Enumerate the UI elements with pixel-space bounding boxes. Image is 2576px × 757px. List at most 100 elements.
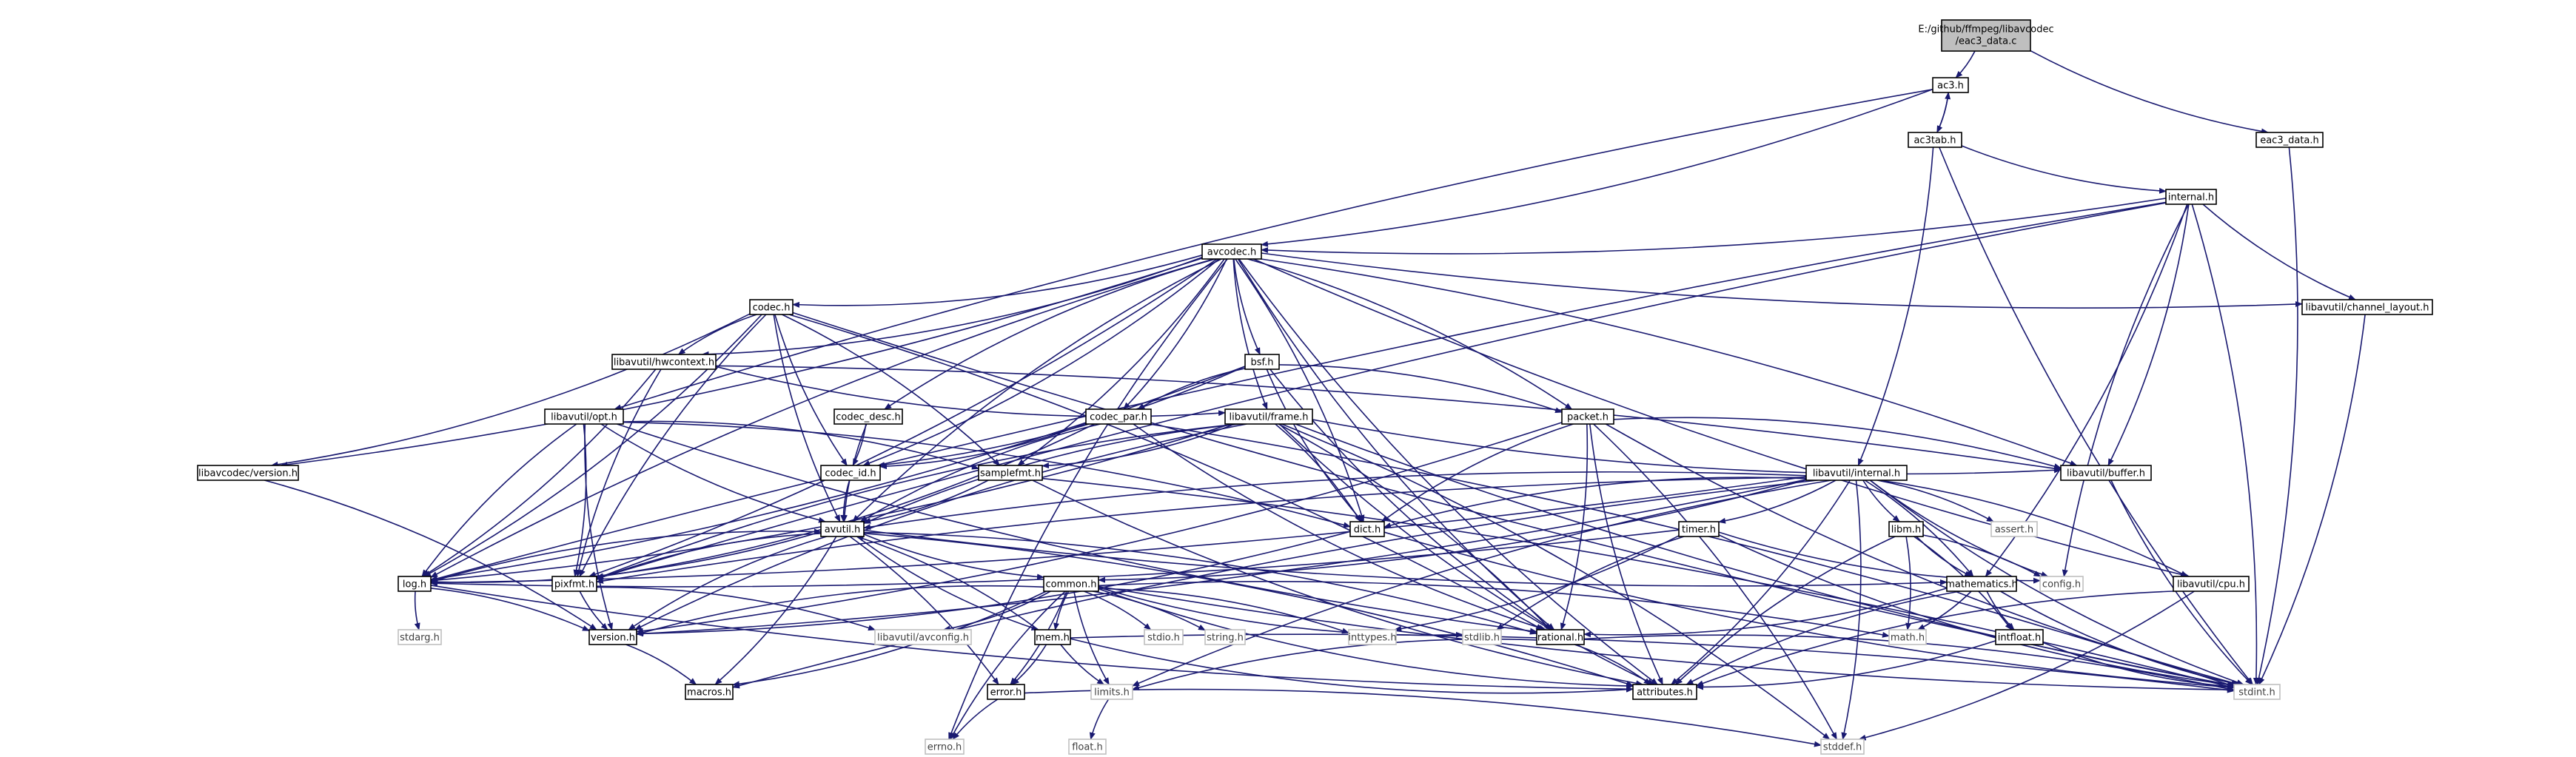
edge-bsf-to-log	[430, 366, 1246, 582]
edge-libavinternal-to-avutil	[863, 471, 1807, 531]
node-version[interactable]: version.h	[588, 629, 637, 645]
node-rational[interactable]: rational.h	[1536, 629, 1585, 645]
node-codecid[interactable]: codec_id.h	[820, 465, 881, 481]
edge-samplefmt-to-attributes	[1032, 480, 1644, 687]
node-attributes[interactable]: attributes.h	[1632, 684, 1697, 700]
edge-libavinternal-to-stddef	[1841, 480, 1862, 740]
edge-common-to-avconfig	[942, 591, 1051, 632]
edge-avutil-to-common	[863, 534, 1044, 580]
node-timer[interactable]: timer.h	[1678, 521, 1720, 537]
node-label-errno: errno.h	[928, 742, 962, 753]
node-avcver[interactable]: libavcodec/version.h	[197, 465, 299, 481]
edge-avcodec-to-chlayout	[1261, 252, 2303, 309]
node-common[interactable]: common.h	[1043, 576, 1099, 592]
edge-frame-to-attributes	[1278, 423, 1655, 685]
node-label-opt: libavutil/opt.h	[551, 412, 617, 423]
node-label-config: config.h	[2042, 579, 2081, 591]
edge-avcodec-to-cpu	[1253, 258, 2190, 578]
edge-intfloat-to-stdint	[2042, 642, 2235, 690]
node-internal[interactable]: internal.h	[2165, 189, 2217, 205]
edge-avcodec-to-packet	[1247, 258, 1573, 410]
edge-packet-to-stddef	[1593, 423, 1838, 740]
node-intfloat[interactable]: intfloat.h	[1995, 629, 2044, 645]
node-macros[interactable]: macros.h	[685, 684, 734, 700]
edge-frame-to-avutil	[863, 423, 1241, 525]
edge-avutil-to-rational	[863, 531, 1537, 635]
node-codecdesc[interactable]: codec_desc.h	[833, 408, 903, 425]
edge-opt-to-avutil	[600, 423, 826, 523]
node-frame[interactable]: libavutil/frame.h	[1224, 408, 1313, 425]
node-ac3[interactable]: ac3.h	[1932, 77, 1969, 93]
edge-codecpar-to-rational	[1133, 423, 1546, 631]
edge-libavinternal-to-asserth	[1876, 480, 1994, 522]
node-label-avcodec: avcodec.h	[1207, 247, 1257, 258]
node-mathematics[interactable]: mathematics.h	[1945, 576, 2018, 592]
node-label-chlayout: libavutil/channel_layout.h	[2306, 303, 2429, 314]
edge-mem-to-error	[1011, 644, 1047, 685]
node-label-timer: timer.h	[1682, 525, 1716, 536]
edge-common-to-version	[636, 585, 1044, 636]
node-bsf[interactable]: bsf.h	[1244, 354, 1280, 370]
node-label-rational: rational.h	[1537, 633, 1583, 644]
node-mem[interactable]: mem.h	[1034, 629, 1071, 645]
edge-opt-to-samplefmt	[623, 420, 979, 470]
node-samplefmt[interactable]: samplefmt.h	[978, 465, 1043, 481]
node-error[interactable]: error.h	[987, 684, 1025, 700]
edge-libavinternal-to-stdint	[1869, 480, 2244, 685]
node-log[interactable]: log.h	[398, 576, 432, 592]
edge-avcodec-to-codecid	[862, 258, 1220, 466]
node-label-codecpar: codec_par.h	[1090, 412, 1147, 423]
node-pixfmt[interactable]: pixfmt.h	[551, 576, 597, 592]
node-opt[interactable]: libavutil/opt.h	[544, 408, 624, 425]
node-packet[interactable]: packet.h	[1561, 408, 1614, 425]
node-libm[interactable]: libm.h	[1888, 521, 1924, 537]
edge-packet-to-dict	[1381, 423, 1574, 522]
node-libavinternal[interactable]: libavutil/internal.h	[1805, 465, 1908, 481]
edge-opt-to-rational	[617, 423, 1537, 634]
node-codec[interactable]: codec.h	[749, 299, 794, 315]
edge-bsf-to-dict	[1266, 369, 1364, 522]
edge-frame-to-rational	[1278, 423, 1552, 630]
edge-frame-to-stddef	[1281, 423, 1831, 740]
edge-libavinternal-to-dict	[1383, 477, 1807, 528]
root-file-node: E:/github/ffmpeg/libavcodec /eac3_data.c	[1918, 19, 2054, 52]
edge-libm-to-math	[1905, 536, 1912, 630]
node-label-avconfig: libavutil/avconfig.h	[877, 633, 969, 644]
edge-hwctx-to-log	[422, 369, 657, 577]
edge-avcodec-to-pixfmt	[588, 258, 1218, 577]
node-cpu[interactable]: libavutil/cpu.h	[2173, 576, 2250, 592]
node-ac3tab[interactable]: ac3tab.h	[1908, 132, 1962, 148]
node-buffer[interactable]: libavutil/buffer.h	[2060, 465, 2152, 481]
edge-ac3-to-ac3tab	[1936, 92, 1949, 133]
node-avcodec[interactable]: avcodec.h	[1201, 243, 1262, 260]
node-codecpar[interactable]: codec_par.h	[1085, 408, 1152, 425]
node-hwctx[interactable]: libavutil/hwcontext.h	[611, 354, 717, 370]
edge-libm-to-attributes	[1675, 536, 1896, 685]
node-avutil[interactable]: avutil.h	[820, 521, 865, 537]
node-eac3data[interactable]: eac3_data.h	[2255, 132, 2324, 148]
node-stddef: stddef.h	[1820, 739, 1865, 755]
edge-timer-to-inttypes	[1394, 535, 1680, 632]
edge-avcodec-to-codec	[792, 255, 1203, 308]
edge-codec-to-log	[423, 314, 762, 577]
node-chlayout[interactable]: libavutil/channel_layout.h	[2301, 299, 2433, 315]
edge-samplefmt-to-avutil	[863, 480, 989, 524]
edge-limits-to-float	[1089, 699, 1110, 740]
edge-avcodec-to-codecdesc	[884, 258, 1216, 410]
edge-ac3tab-to-stdint	[1939, 147, 2253, 685]
edge-libavinternal-to-log	[430, 476, 1807, 586]
edge-avcodec-to-avutil	[852, 258, 1222, 522]
node-label-eac3data: eac3_data.h	[2260, 135, 2319, 147]
node-dict[interactable]: dict.h	[1349, 521, 1385, 537]
edge-frame-to-stdint	[1295, 423, 2235, 687]
edge-intfloat-to-attributes	[1696, 640, 1996, 690]
root-file-path-line1: E:/github/ffmpeg/libavcodec	[1918, 24, 2053, 36]
edge-avcodec-to-avcver	[280, 258, 1203, 468]
edge-common-to-mem	[1053, 591, 1070, 630]
edge-avutil-to-mathematics	[863, 529, 1948, 587]
edge-codec-to-samplefmt	[782, 314, 1001, 466]
edge-libavinternal-to-pixfmt	[596, 477, 1807, 584]
edge-opt-to-version	[584, 423, 613, 630]
edge-internal-to-pixfmt	[596, 202, 2167, 580]
